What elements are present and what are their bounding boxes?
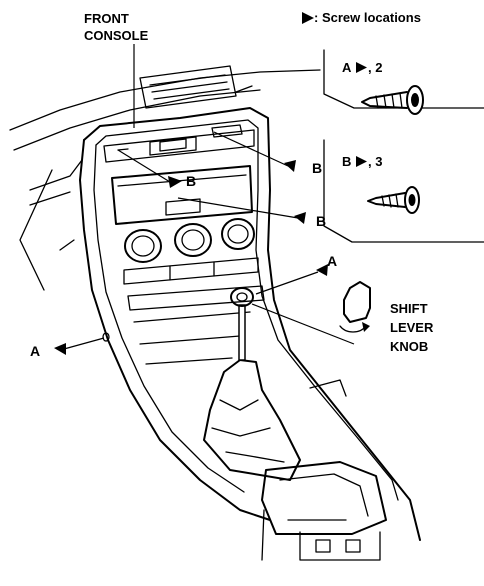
screw-a-icon [361, 85, 424, 115]
screw-a-letter: A [342, 60, 352, 75]
legend: : Screw locations [302, 10, 421, 25]
legend-arrow-icon [302, 12, 314, 24]
rotate-arrow-icon [339, 325, 367, 333]
screw-b-arrow-icon [356, 156, 367, 167]
callout-b-center-label: B [186, 173, 196, 189]
console-body [79, 107, 421, 561]
front-console-label-line2: CONSOLE [84, 28, 149, 43]
callout-a-right-arrow-icon [316, 264, 328, 276]
shift-knob-icon [343, 281, 371, 323]
screw-b-icon [367, 186, 420, 214]
callout-b-right-arrow-icon [294, 212, 306, 224]
screw-b-count: , 3 [368, 154, 382, 169]
shift-label-line3: KNOB [390, 339, 428, 354]
callout-a-right: A [255, 253, 337, 295]
screw-a-arrow-icon [356, 62, 367, 73]
callout-b-top-label: B [312, 160, 322, 176]
shift-label-line1: SHIFT [390, 301, 428, 316]
legend-text: : Screw locations [314, 10, 421, 25]
screw-b-letter: B [342, 154, 351, 169]
front-console-label-line1: FRONT [84, 11, 129, 26]
callout-b-top: B [213, 131, 322, 176]
dashboard-outline [9, 65, 321, 291]
shift-label-line2: LEVER [390, 320, 434, 335]
callout-b-center-arrow-icon [168, 176, 182, 188]
screw-a-box-border [323, 49, 484, 109]
callout-a-right-label: A [327, 253, 337, 269]
callout-a-left-arrow-icon [54, 343, 66, 355]
screw-b-box-border [323, 139, 484, 243]
callout-b-right-label: B [316, 213, 326, 229]
screw-callout-b: B , 3 [323, 139, 484, 243]
screw-callout-a: A , 2 [323, 49, 484, 115]
callout-a-left: A [30, 332, 110, 359]
callout-b-center: B [117, 149, 196, 189]
callout-a-left-label: A [30, 343, 40, 359]
front-console-label: FRONT CONSOLE [84, 11, 149, 128]
callout-b-top-arrow-icon [284, 160, 296, 172]
shift-knob-inset: SHIFT LEVER KNOB [251, 281, 434, 354]
callout-b-right: B [177, 197, 326, 229]
screw-a-count: , 2 [368, 60, 382, 75]
